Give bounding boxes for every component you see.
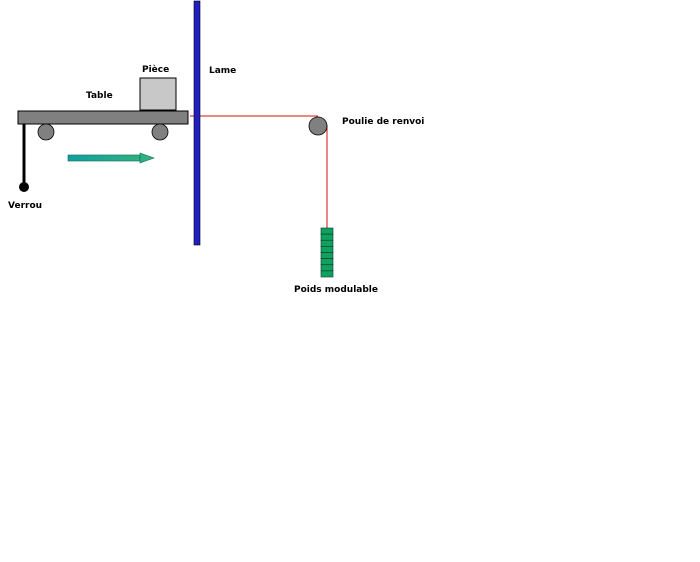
weight-segment	[320, 270, 334, 278]
weight-segment	[320, 246, 334, 253]
verrou-label: Verrou	[8, 201, 42, 211]
motion-arrow	[67, 152, 155, 164]
weight-segment	[320, 239, 334, 247]
table-label: Table	[86, 91, 113, 101]
weight-segment	[320, 233, 334, 241]
table-plate	[17, 110, 189, 125]
weight-segment	[320, 227, 334, 235]
weight-label: Poids modulable	[294, 285, 378, 295]
pulley-label: Poulie de renvoi	[342, 117, 424, 127]
verrou-knob	[19, 182, 29, 192]
lame-blade	[193, 0, 201, 246]
table-wheel-left	[37, 123, 55, 141]
pulley-wheel	[308, 116, 328, 136]
table-wheel-right	[151, 123, 169, 141]
lame-label: Lame	[209, 66, 236, 76]
piece-label: Pièce	[142, 64, 169, 75]
weight-stack	[320, 227, 334, 278]
weight-segment	[320, 252, 334, 259]
weight-segment	[320, 264, 334, 272]
weight-segment	[320, 258, 334, 266]
piece-block	[139, 77, 177, 111]
